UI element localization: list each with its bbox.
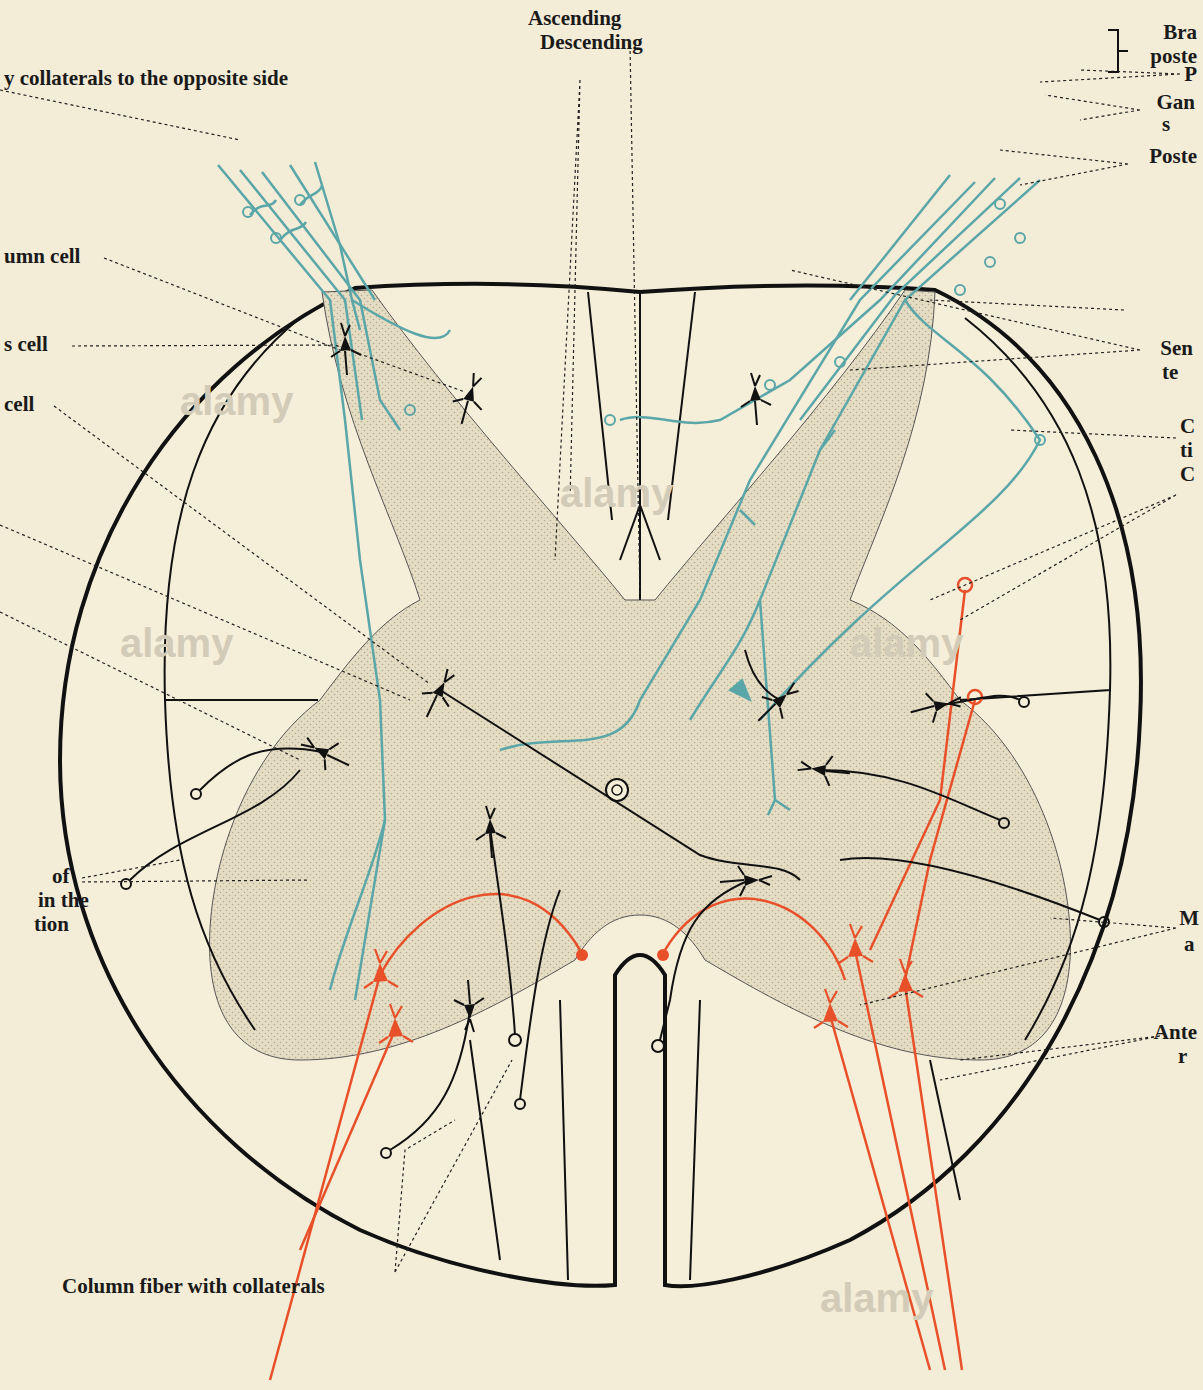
- label-text: in the: [38, 888, 89, 912]
- label-text: C: [1180, 414, 1195, 438]
- label-text: alamy: [560, 471, 673, 515]
- label-text: s: [1162, 112, 1170, 136]
- watermark: alamy: [820, 1275, 933, 1321]
- label-text: Ascending: [528, 6, 621, 30]
- callout-label: umn cell: [4, 244, 80, 268]
- cord-outline: [60, 284, 1141, 1286]
- label-text: umn cell: [4, 244, 80, 268]
- callout-label: in the: [38, 888, 89, 912]
- label-text: cell: [4, 392, 34, 416]
- label-text: y collaterals to the opposite side: [4, 66, 288, 90]
- label-text: alamy: [120, 621, 233, 665]
- label-text: alamy: [850, 621, 963, 665]
- label-text: te: [1162, 360, 1178, 384]
- column-cells: [296, 323, 964, 1032]
- watermark: alamy: [560, 470, 673, 516]
- sensory-fibers: [218, 162, 1040, 1000]
- callout-label: tion: [34, 912, 69, 936]
- callout-label: r: [1178, 1044, 1187, 1068]
- callout-label: s cell: [4, 332, 48, 356]
- label-text: P: [1184, 62, 1197, 86]
- callout-label: te: [1162, 360, 1178, 384]
- label-text: Column fiber with collaterals: [62, 1274, 325, 1298]
- label-text: ti: [1180, 438, 1193, 462]
- label-text: Gan: [1156, 90, 1195, 114]
- white-matter-divisions: [165, 292, 1111, 1280]
- callout-label: Bra: [1163, 20, 1197, 44]
- label-text: Poste: [1149, 144, 1197, 168]
- label-text: r: [1178, 1044, 1187, 1068]
- watermark: alamy: [850, 620, 963, 666]
- label-text: M: [1179, 906, 1199, 930]
- callout-label: C: [1180, 414, 1195, 438]
- label-text: C: [1180, 462, 1195, 486]
- callout-label: a: [1184, 932, 1195, 956]
- callout-label: Column fiber with collaterals: [62, 1274, 325, 1298]
- label-text: Descending: [540, 30, 643, 54]
- callout-label: ti: [1180, 438, 1193, 462]
- label-text: of: [52, 864, 70, 888]
- label-text: Ante: [1154, 1020, 1197, 1044]
- callout-label: Sen: [1160, 336, 1193, 360]
- label-text: alamy: [820, 1276, 933, 1320]
- label-text: Sen: [1160, 336, 1193, 360]
- motor-neurons: [364, 578, 982, 1043]
- label-text: Bra: [1163, 20, 1197, 44]
- callout-label: of: [52, 864, 70, 888]
- callout-label: P: [1184, 62, 1197, 86]
- label-text: alamy: [180, 379, 293, 423]
- callout-label: C: [1180, 462, 1195, 486]
- callout-label: Ante: [1154, 1020, 1197, 1044]
- bracket: [1108, 30, 1128, 72]
- motor-fibers: [270, 590, 975, 1380]
- callout-label: M: [1179, 906, 1199, 930]
- watermark: alamy: [120, 620, 233, 666]
- callout-label: Poste: [1149, 144, 1197, 168]
- label-text: tion: [34, 912, 69, 936]
- callout-label: Ascending: [528, 6, 621, 30]
- label-text: a: [1184, 932, 1195, 956]
- callout-label: s: [1162, 112, 1170, 136]
- leader-lines: [0, 45, 1180, 1272]
- callout-label: Descending: [540, 30, 643, 54]
- sensory-fiber-terminals: [243, 195, 1045, 700]
- gray-matter: [210, 290, 1071, 1060]
- callout-label: cell: [4, 392, 34, 416]
- column-fibers: [121, 650, 1109, 1158]
- watermark: alamy: [180, 378, 293, 424]
- callout-label: Gan: [1156, 90, 1195, 114]
- callout-label: y collaterals to the opposite side: [4, 66, 288, 90]
- label-text: s cell: [4, 332, 48, 356]
